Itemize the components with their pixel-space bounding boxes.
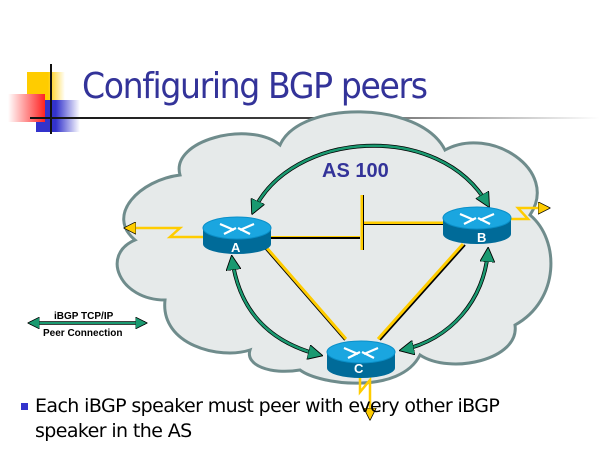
slide-title: Configuring BGP peers (82, 66, 428, 107)
legend: iBGP TCP/IP Peer Connection (30, 311, 145, 339)
ibgp-session-a-b-arrow (253, 144, 488, 212)
external-link-a (126, 228, 205, 239)
external-link-b (505, 208, 548, 221)
router-icon (219, 222, 255, 235)
router-icon (459, 212, 495, 225)
lan-segment (360, 195, 364, 250)
ibgp-session-a-c-arrow (232, 258, 320, 355)
router-b[interactable]: B (442, 206, 512, 245)
as-label: AS 100 (322, 160, 389, 182)
router-a[interactable]: A (202, 216, 272, 255)
router-label-c: C (354, 361, 364, 376)
router-label-a: A (231, 240, 241, 255)
square-bullet-icon (21, 403, 28, 410)
logo-vertical-line (50, 64, 52, 134)
legend-line1: iBGP TCP/IP (54, 311, 114, 322)
router-label-b: B (477, 230, 486, 245)
legend-line2: Peer Connection (43, 328, 122, 339)
router-c[interactable]: C (326, 340, 396, 378)
as-cloud (115, 110, 553, 385)
ibgp-session-b-c-arrow (402, 250, 488, 350)
bullet-text: Each iBGP speaker must peer with every o… (35, 395, 500, 442)
physical-link-lan-to-b (364, 221, 450, 225)
physical-link-a-to-lan (270, 236, 360, 239)
external-link-c (358, 368, 370, 418)
router-icon (343, 346, 379, 359)
